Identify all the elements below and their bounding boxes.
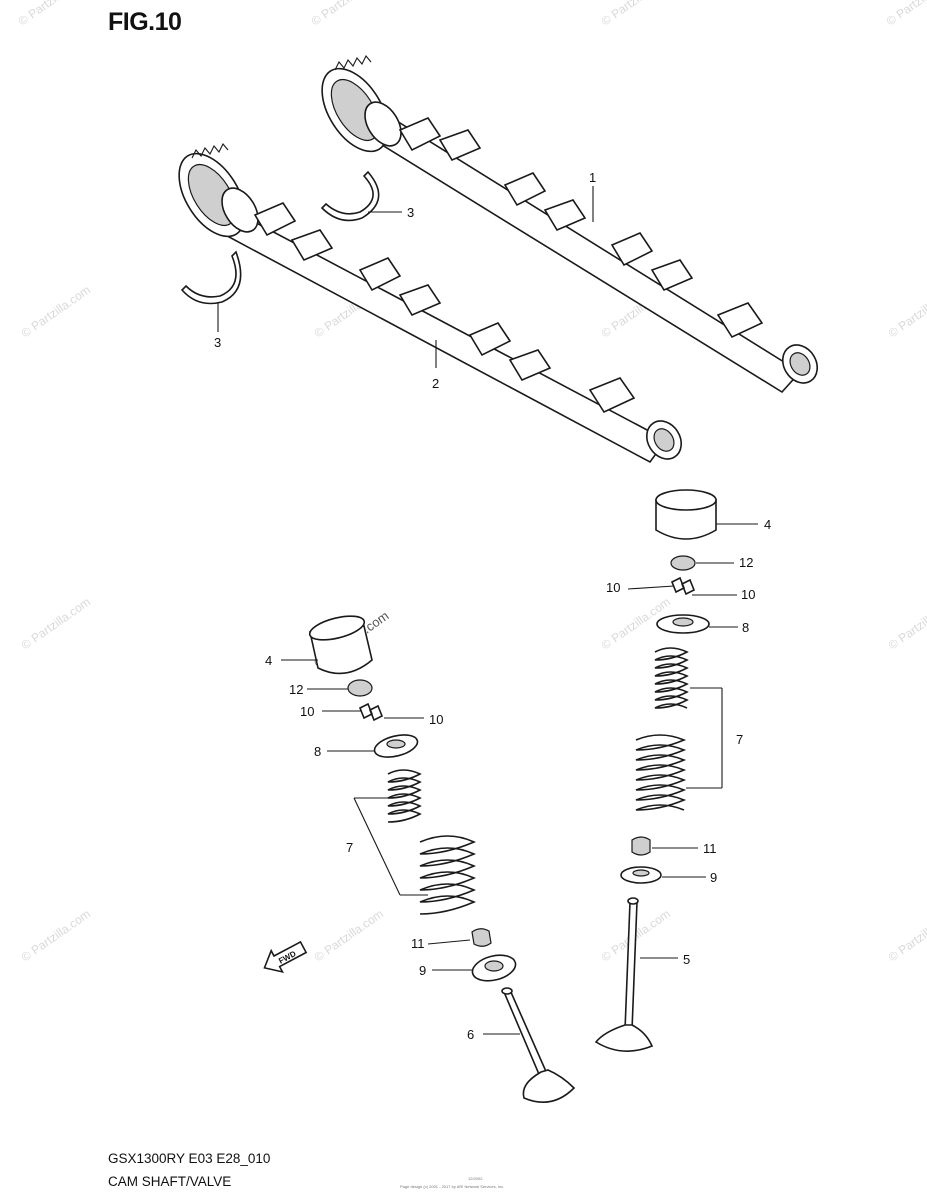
spring-seat-9-left[interactable] (470, 951, 518, 985)
callout-4[interactable]: 4 (764, 517, 771, 532)
callout-9[interactable]: 9 (710, 870, 717, 885)
callout-8[interactable]: 8 (742, 620, 749, 635)
inner-spring-7-left[interactable] (387, 769, 422, 823)
callout-labels: 1 2 3 3 4 12 10 10 8 7 11 9 5 4 12 10 10… (214, 170, 771, 1042)
watermark-text: © Partzilla.com (599, 0, 673, 28)
cotter-10-left[interactable] (358, 702, 384, 722)
shim-12-left[interactable] (347, 679, 373, 697)
revision-code: 12/2002 (468, 1176, 483, 1181)
outer-spring-7-right[interactable] (635, 734, 687, 811)
watermark-text: © Partzilla.com (309, 0, 383, 28)
cotter-10-right[interactable] (670, 576, 696, 596)
callout-9[interactable]: 9 (419, 963, 426, 978)
callout-10[interactable]: 10 (741, 587, 755, 602)
callout-4[interactable]: 4 (265, 653, 272, 668)
section-title: CAM SHAFT/VALVE (108, 1174, 232, 1189)
shim-12-right[interactable] (670, 555, 696, 571)
leader-lines (217, 186, 758, 1035)
watermark-text: © Partzilla.com (886, 907, 927, 965)
watermark-text: © Partzilla.com (884, 0, 927, 28)
retainer-8-left[interactable] (372, 731, 420, 761)
callout-6[interactable]: 6 (467, 1027, 474, 1042)
right-valve-assembly (594, 489, 717, 1052)
tappet-4-left[interactable] (307, 612, 373, 675)
camshaft-2[interactable] (166, 142, 689, 465)
watermark-text: © Partzilla.com (19, 907, 93, 965)
camshaft-1[interactable] (309, 55, 825, 394)
left-valve-assembly (307, 612, 576, 1104)
callout-8[interactable]: 8 (314, 744, 321, 759)
intake-valve-6[interactable] (501, 987, 576, 1104)
watermark-text: © Partzilla.com (886, 595, 927, 653)
stem-seal-11-left[interactable] (471, 928, 492, 947)
retainer-8-right[interactable] (656, 614, 710, 634)
callout-10[interactable]: 10 (606, 580, 620, 595)
watermark-text: © Partzilla.com (19, 595, 93, 653)
callout-3[interactable]: 3 (214, 335, 221, 350)
tappet-4-right[interactable] (655, 489, 717, 540)
callout-2[interactable]: 2 (432, 376, 439, 391)
copyright-notice: Page design (c) 2001 - 2017 by ARI Netwo… (400, 1184, 505, 1189)
forward-direction-icon: FWD (263, 940, 308, 974)
watermark-text: © Partzilla.com (19, 283, 93, 341)
outer-spring-7-left[interactable] (419, 835, 476, 915)
retainer-ring-3-lower[interactable] (180, 250, 242, 305)
inner-spring-7-right[interactable] (654, 647, 689, 709)
watermark-text: © Partzilla.com (16, 0, 90, 28)
callout-11[interactable]: 11 (411, 936, 425, 951)
callout-10[interactable]: 10 (429, 712, 443, 727)
retainer-ring-3-upper[interactable] (320, 170, 380, 222)
exhaust-valve-5[interactable] (594, 897, 654, 1052)
callout-12[interactable]: 12 (739, 555, 753, 570)
watermark-text: © Partzilla.com (312, 907, 386, 965)
stem-seal-11-right[interactable] (631, 836, 651, 856)
callout-7[interactable]: 7 (346, 840, 353, 855)
model-code: GSX1300RY E03 E28_010 (108, 1151, 271, 1166)
callout-10[interactable]: 10 (300, 704, 314, 719)
callout-1[interactable]: 1 (589, 170, 596, 185)
callout-11[interactable]: 11 (703, 841, 717, 856)
callout-7[interactable]: 7 (736, 732, 743, 747)
callout-12[interactable]: 12 (289, 682, 303, 697)
callout-3[interactable]: 3 (407, 205, 414, 220)
figure-title: FIG.10 (108, 8, 182, 36)
spring-seat-9-right[interactable] (620, 866, 662, 884)
watermark-text: © Partzilla.com (886, 283, 927, 341)
callout-5[interactable]: 5 (683, 952, 690, 967)
